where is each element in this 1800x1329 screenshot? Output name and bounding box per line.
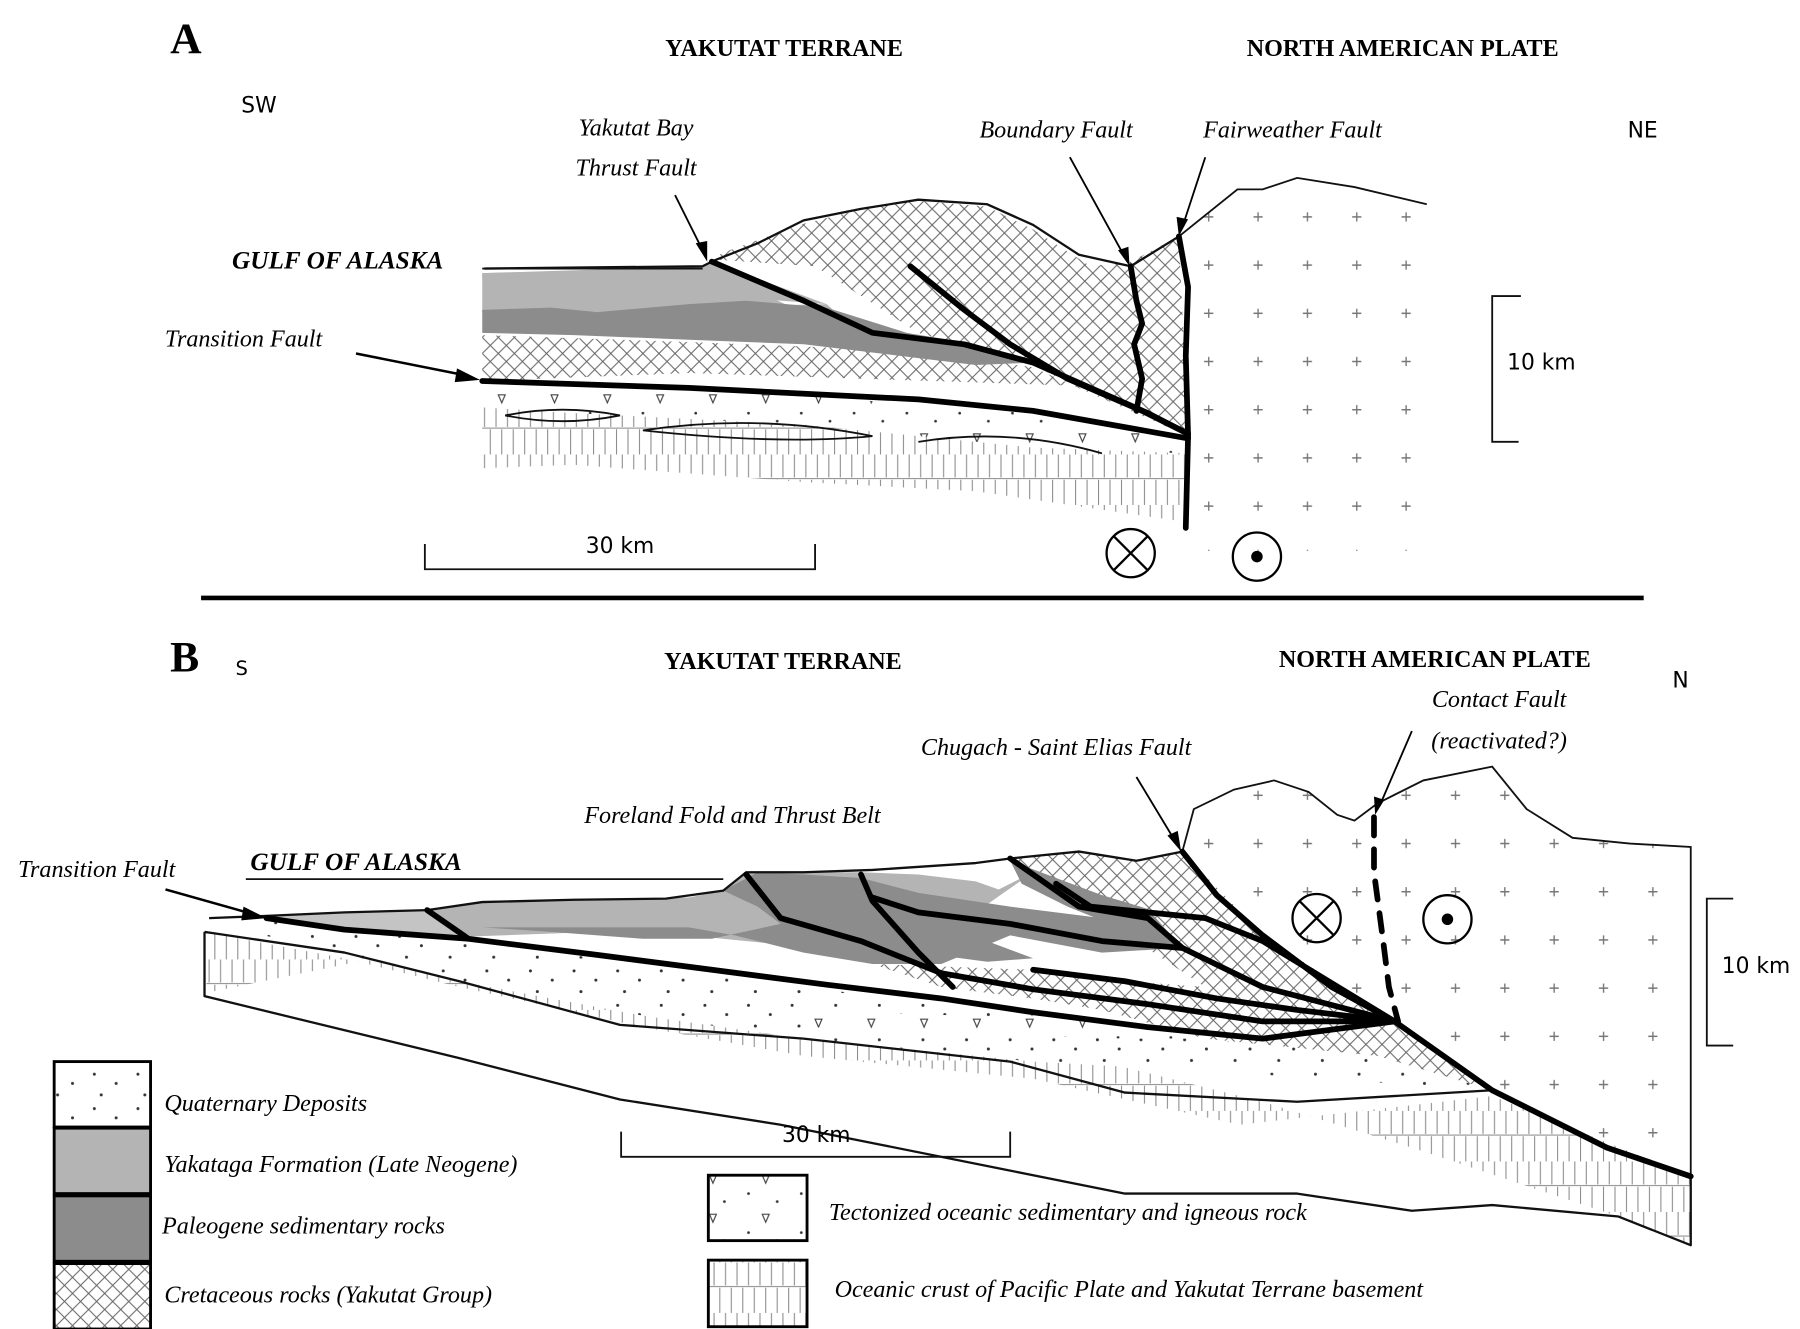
legend-swatch-brick <box>706 1258 809 1329</box>
panel-a-out-of-page-icon <box>1231 531 1283 582</box>
panel-b-terrane-label: YAKUTAT TERRANE <box>664 649 902 675</box>
legend-item-yakataga: Yakataga Formation (Late Neogene) <box>52 1126 517 1196</box>
legend-item-tectonized: Tectonized oceanic sedimentary and igneo… <box>706 1173 1308 1243</box>
legend-swatch-dots-triangles <box>706 1173 809 1243</box>
panel-b-into-page-icon <box>1291 892 1342 944</box>
legend-item-oceanic-crust: Oceanic crust of Pacific Plate and Yakut… <box>706 1258 1425 1329</box>
legend-swatch-crosshatch <box>52 1262 153 1329</box>
panel-b: B S YAKUTAT TERRANE NORTH AMERICAN PLATE… <box>18 633 1791 1247</box>
panel-b-chugach-fault-label: Chugach - Saint Elias Fault <box>921 735 1193 761</box>
legend-label: Oceanic crust of Pacific Plate and Yakut… <box>835 1277 1425 1303</box>
panel-b-contact-fault-label-2: (reactivated?) <box>1431 728 1567 754</box>
panel-a-boundary-fault-label: Boundary Fault <box>979 118 1134 144</box>
panel-a-transition-arrow-icon <box>355 352 480 383</box>
panel-a-yakutat-bay-arrow-icon <box>674 194 708 262</box>
panel-b-direction-s: S <box>236 657 248 680</box>
panel-b-direction-n: N <box>1672 668 1688 693</box>
panel-b-contact-fault-label-1: Contact Fault <box>1432 687 1568 713</box>
panel-b-letter: B <box>170 633 199 681</box>
panel-a-gulf-label: GULF OF ALASKA <box>232 248 443 275</box>
panel-a-vertical-scale-bar: 10 km <box>1491 295 1576 443</box>
panel-b-tectonized-sediment <box>803 1009 1263 1039</box>
legend-item-paleogene: Paleogene sedimentary rocks <box>52 1194 445 1263</box>
panel-b-horizontal-scale-bar: 30 km <box>620 1123 1012 1158</box>
panel-a-boundary-arrow-icon <box>1069 156 1130 267</box>
legend-label: Quaternary Deposits <box>164 1091 367 1117</box>
panel-b-oceanic-crust <box>204 931 1691 1246</box>
panel-a-cretaceous-rocks <box>482 200 1189 437</box>
panel-b-transition-fault-label: Transition Fault <box>18 857 177 883</box>
panel-b-transition-arrow-icon <box>165 888 267 921</box>
panel-a-into-page-icon <box>1105 527 1156 579</box>
panel-a-north-american-plate <box>1178 177 1427 551</box>
panel-b-plate-label: NORTH AMERICAN PLATE <box>1279 647 1591 673</box>
legend-swatch-light-gray <box>52 1126 153 1196</box>
panel-a-horizontal-scale-label: 30 km <box>586 534 655 559</box>
legend-item-quaternary: Quaternary Deposits <box>52 1060 367 1129</box>
legend-label: Yakataga Formation (Late Neogene) <box>164 1152 517 1178</box>
panel-a-yakutat-bay-label-2: Thrust Fault <box>575 156 697 182</box>
legend-label: Paleogene sedimentary rocks <box>161 1214 445 1240</box>
legend-swatch-dots <box>52 1060 153 1129</box>
legend-label: Tectonized oceanic sedimentary and igneo… <box>829 1200 1308 1226</box>
panel-b-vertical-scale-bar: 10 km <box>1705 897 1791 1047</box>
panel-b-chugach-arrow-icon <box>1135 776 1182 852</box>
panel-b-north-american-plate <box>1182 766 1691 1177</box>
panel-a-fairweather-fault-label: Fairweather Fault <box>1202 118 1383 144</box>
panel-b-quaternary-deposits <box>264 918 1493 1091</box>
legend-item-cretaceous: Cretaceous rocks (Yakutat Group) <box>52 1262 492 1329</box>
panel-b-foreland-label: Foreland Fold and Thrust Belt <box>583 803 882 829</box>
panel-a-fairweather-arrow-icon <box>1176 156 1207 237</box>
panel-b-gulf-label: GULF OF ALASKA <box>250 849 461 876</box>
panel-a-terrane-label: YAKUTAT TERRANE <box>665 36 903 62</box>
panel-a-plate-label: NORTH AMERICAN PLATE <box>1247 36 1559 62</box>
panel-b-out-of-page-icon <box>1422 894 1473 945</box>
panel-a-direction-ne: NE <box>1628 119 1658 144</box>
panel-a-yakutat-bay-label-1: Yakutat Bay <box>579 115 694 141</box>
panel-a: A YAKUTAT TERRANE NORTH AMERICAN PLATE S… <box>165 15 1658 582</box>
panel-b-paleogene-rocks <box>482 872 1183 965</box>
legend: Quaternary Deposits Yakataga Formation (… <box>52 1060 1425 1329</box>
panel-a-tectonized-sediment <box>482 384 1189 454</box>
panel-a-direction-sw: SW <box>241 93 276 118</box>
panel-a-vertical-scale-label: 10 km <box>1507 351 1576 376</box>
panel-b-contact-arrow-icon <box>1373 730 1413 815</box>
legend-label: Cretaceous rocks (Yakutat Group) <box>164 1283 492 1309</box>
panel-b-horizontal-scale-label: 30 km <box>782 1123 851 1148</box>
panel-a-letter: A <box>170 15 202 63</box>
panel-a-horizontal-scale-bar: 30 km <box>423 534 816 571</box>
panel-a-transition-fault-label: Transition Fault <box>165 327 324 353</box>
panel-b-vertical-scale-label: 10 km <box>1722 954 1791 979</box>
legend-swatch-dark-gray <box>52 1194 153 1263</box>
panel-a-paleogene-rocks <box>482 300 1034 365</box>
